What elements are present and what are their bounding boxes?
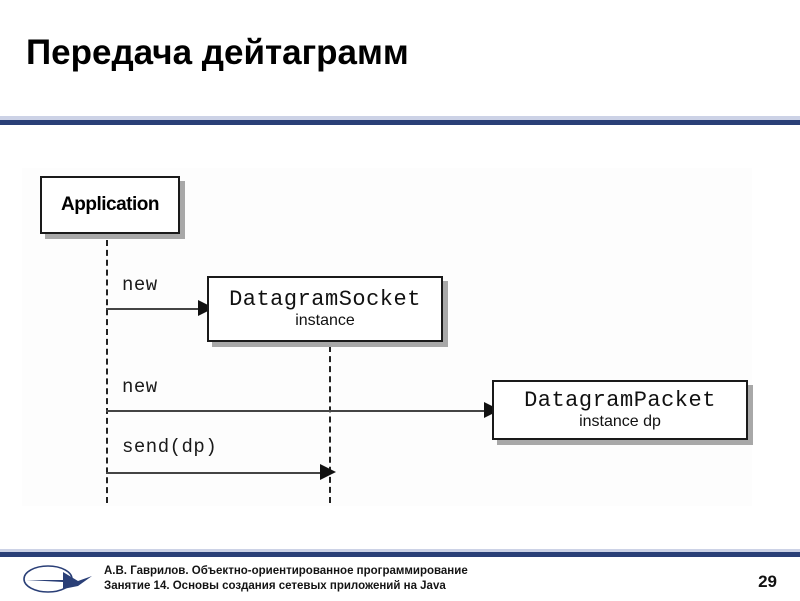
message-label-new-packet: new (122, 376, 158, 398)
node-datagram-socket: DatagramSocket instance (207, 276, 443, 342)
title-divider-highlight (0, 116, 800, 120)
footer-credit-line2: Занятие 14. Основы создания сетевых прил… (104, 580, 446, 592)
lifeline-datagram-socket (329, 346, 331, 503)
node-datagram-socket-subtitle: instance (295, 312, 355, 330)
message-line-new-packet (106, 410, 494, 412)
footer-credit: А.В. Гаврилов. Объектно-ориентированное … (104, 564, 468, 594)
sequence-diagram: new new send(dp) Application DatagramSoc… (22, 168, 752, 506)
arrow-head-icon (320, 464, 336, 480)
lifeline-application (106, 240, 108, 503)
footer-divider (0, 552, 800, 557)
node-application-title: Application (61, 194, 159, 215)
node-application: Application (40, 176, 180, 234)
node-datagram-packet-title: DatagramPacket (524, 388, 716, 414)
title-divider (0, 120, 800, 125)
footer-credit-line1: А.В. Гаврилов. Объектно-ориентированное … (104, 565, 468, 577)
page-number: 29 (758, 572, 777, 591)
message-label-new-socket: new (122, 274, 158, 296)
message-label-send-dp: send(dp) (122, 436, 218, 458)
page-title: Передача дейтаграмм (26, 33, 409, 72)
footer-divider-highlight (0, 549, 800, 552)
node-datagram-packet: DatagramPacket instance dp (492, 380, 748, 440)
message-line-new-socket (106, 308, 208, 310)
organization-logo-icon (22, 562, 96, 596)
node-datagram-socket-title: DatagramSocket (229, 287, 421, 313)
node-datagram-packet-subtitle: instance dp (579, 413, 661, 431)
message-line-send-dp (106, 472, 332, 474)
